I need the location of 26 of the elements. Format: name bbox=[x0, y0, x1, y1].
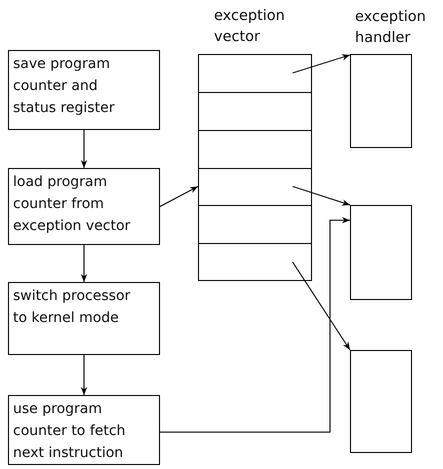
arrow bbox=[160, 217, 350, 433]
arrow bbox=[292, 186, 350, 206]
step-text: use program counter to fetch next instruction bbox=[12, 400, 126, 463]
arrow bbox=[80, 130, 88, 168]
arrow bbox=[80, 354, 88, 396]
vector-entry-box bbox=[198, 92, 312, 130]
arrow bbox=[292, 54, 350, 74]
arrow bbox=[160, 186, 198, 207]
step-text: switch processor to kernel mode bbox=[12, 287, 132, 328]
process-box bbox=[8, 282, 160, 355]
vector-entry-box bbox=[198, 243, 312, 281]
column-heading: exception handler bbox=[355, 8, 427, 48]
step-text: load program counter from exception vector bbox=[12, 173, 132, 236]
vector-entry-box bbox=[198, 168, 312, 205]
handler-box bbox=[350, 205, 412, 300]
vector-entry-box bbox=[198, 130, 312, 168]
step-text: save program counter and status register bbox=[12, 55, 116, 118]
process-box bbox=[8, 50, 160, 130]
vector-entry-box bbox=[198, 205, 312, 243]
handler-box bbox=[350, 350, 412, 453]
process-box bbox=[8, 395, 160, 465]
column-heading: exception vector bbox=[214, 7, 286, 47]
process-box bbox=[8, 168, 160, 245]
vector-entry-box bbox=[198, 54, 312, 92]
arrow bbox=[80, 244, 88, 282]
arrow bbox=[292, 262, 350, 350]
